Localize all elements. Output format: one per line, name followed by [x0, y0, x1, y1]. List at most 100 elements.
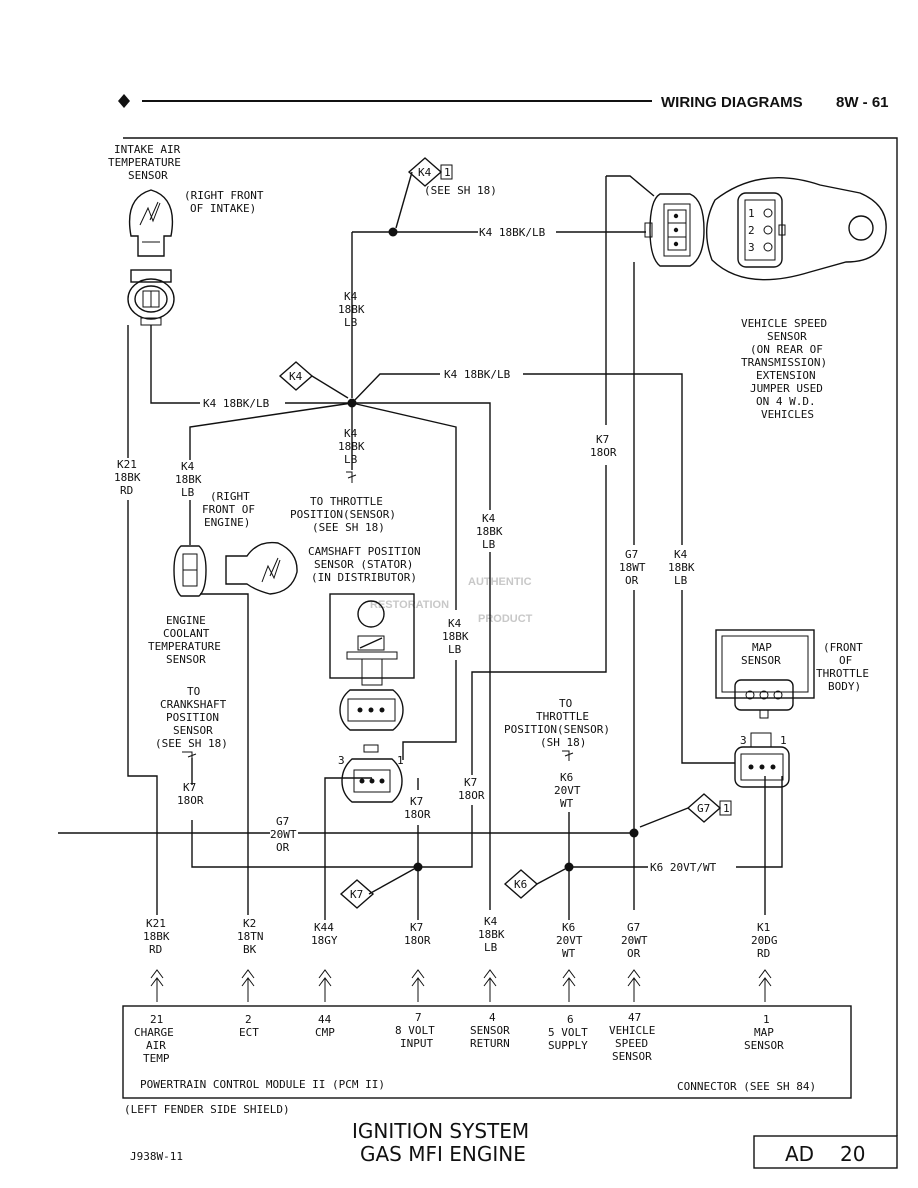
svg-text:(SH 18): (SH 18) [540, 736, 586, 749]
see-sheet-18: (SEE SH 18) [424, 184, 497, 197]
svg-text:MAP: MAP [754, 1026, 774, 1039]
ect-sensor-icon [225, 541, 298, 595]
cmp-pin-1: 1 [397, 754, 404, 767]
pcm-connector-ref: CONNECTOR (SEE SH 84) [677, 1080, 816, 1093]
iat-sensor-icon [128, 189, 174, 257]
svg-text:(SEE SH 18): (SEE SH 18) [312, 521, 385, 534]
svg-text:TO: TO [187, 685, 200, 698]
ect-label-4: SENSOR [166, 653, 206, 666]
header-title: WIRING DIAGRAMS [661, 94, 803, 111]
vss-connector [649, 193, 705, 267]
wire-label-k4-top: K4 18BK/LB [479, 226, 546, 239]
vss-label-1: VEHICLE SPEED [741, 317, 827, 330]
svg-text:18BK: 18BK [476, 525, 503, 538]
map-pin-1: 1 [780, 734, 787, 747]
footer-title-1: IGNITION SYSTEM [352, 1119, 529, 1143]
map-location-3: THROTTLE [816, 667, 869, 680]
map-location-1: (FRONT [823, 641, 863, 654]
svg-text:18BK: 18BK [668, 561, 695, 574]
svg-text:WT: WT [562, 947, 576, 960]
svg-text:20VT: 20VT [556, 934, 583, 947]
svg-text:K4: K4 [344, 290, 358, 303]
ref-throttle-position-a: TO THROTTLE POSITION(SENSOR) (SEE SH 18) [290, 471, 396, 534]
map-label-2: SENSOR [741, 654, 781, 667]
wire-label-k4-iat: K4 18BK/LB [203, 397, 270, 410]
map-location-2: OF [839, 654, 852, 667]
flag-k4-main: K4 [278, 361, 314, 391]
flag-k6: K6 [503, 869, 539, 899]
svg-text:SENSOR: SENSOR [612, 1050, 652, 1063]
svg-text:OR: OR [276, 841, 290, 854]
svg-text:CMP: CMP [315, 1026, 335, 1039]
svg-text:LB: LB [448, 643, 462, 656]
svg-text:20DG: 20DG [751, 934, 778, 947]
svg-text:CHARGE: CHARGE [134, 1026, 174, 1039]
footer-sheet: 20 [840, 1142, 865, 1166]
svg-text:18OR: 18OR [404, 808, 431, 821]
svg-text:AUTHENTIC: AUTHENTIC [468, 576, 532, 588]
svg-text:VEHICLE: VEHICLE [609, 1024, 655, 1037]
svg-text:POSITION: POSITION [166, 711, 219, 724]
svg-text:(SEE SH 18): (SEE SH 18) [155, 737, 228, 750]
svg-text:2: 2 [245, 1013, 252, 1026]
svg-text:K44: K44 [314, 921, 334, 934]
svg-text:TO: TO [559, 697, 572, 710]
svg-text:LB: LB [482, 538, 496, 551]
svg-text:44: 44 [318, 1013, 332, 1026]
pcm-location: (LEFT FENDER SIDE SHIELD) [124, 1103, 290, 1116]
footer-doc-number: J938W-11 [130, 1150, 183, 1163]
svg-text:THROTTLE: THROTTLE [536, 710, 589, 723]
svg-text:BK: BK [243, 943, 257, 956]
cmp-sensor-body-icon [329, 593, 415, 679]
map-label-1: MAP [752, 641, 772, 654]
svg-text:18BK: 18BK [442, 630, 469, 643]
flag-k7: K7 [339, 879, 375, 909]
svg-text:OR: OR [625, 574, 639, 587]
svg-text:18OR: 18OR [177, 794, 204, 807]
svg-text:SENSOR: SENSOR [470, 1024, 510, 1037]
svg-text:18OR: 18OR [590, 446, 617, 459]
svg-text:RETURN: RETURN [470, 1037, 510, 1050]
svg-text:POSITION(SENSOR): POSITION(SENSOR) [504, 723, 610, 736]
header-diamond-icon [118, 94, 130, 108]
iat-label-1: INTAKE AIR [114, 143, 181, 156]
svg-text:18BK: 18BK [338, 440, 365, 453]
thermistor-icon [261, 557, 281, 583]
cmp-label-2: SENSOR (STATOR) [314, 558, 413, 571]
svg-text:CRANKSHAFT: CRANKSHAFT [160, 698, 227, 711]
svg-text:LB: LB [674, 574, 688, 587]
header-page-number: 8W - 61 [836, 94, 889, 111]
svg-text:47: 47 [628, 1011, 641, 1024]
pcm-box [122, 1005, 852, 1099]
svg-text:1: 1 [444, 166, 451, 179]
iat-connector [130, 269, 172, 283]
ref-throttle-position-b: TO THROTTLE POSITION(SENSOR) (SH 18) [504, 697, 610, 761]
map-sensor: MAP SENSOR (FRONT OF THROTTLE BODY) 3 1 [715, 629, 869, 788]
svg-text:20WT: 20WT [621, 934, 648, 947]
svg-text:SPEED: SPEED [615, 1037, 648, 1050]
flag-g7: G7 1 [686, 793, 732, 823]
svg-text:TEMP: TEMP [143, 1052, 170, 1065]
map-pin-3: 3 [740, 734, 747, 747]
wire-label-k4-vss: K4 18BK/LB [444, 368, 511, 381]
pcm-name: POWERTRAIN CONTROL MODULE II (PCM II) [140, 1078, 385, 1091]
svg-text:RD: RD [757, 947, 770, 960]
svg-text:1: 1 [763, 1013, 770, 1026]
svg-text:OR: OR [627, 947, 641, 960]
svg-text:SUPPLY: SUPPLY [548, 1039, 588, 1052]
flag-k4-top: K4 1 (SEE SH 18) [407, 157, 497, 197]
svg-text:K4: K4 [181, 460, 195, 473]
svg-text:4: 4 [489, 1011, 496, 1024]
svg-text:20WT: 20WT [270, 828, 297, 841]
svg-text:K4: K4 [482, 512, 496, 525]
svg-text:G7: G7 [625, 548, 638, 561]
svg-text:K4: K4 [448, 617, 462, 630]
svg-text:18TN: 18TN [237, 930, 264, 943]
footer-title-2: GAS MFI ENGINE [360, 1142, 526, 1166]
